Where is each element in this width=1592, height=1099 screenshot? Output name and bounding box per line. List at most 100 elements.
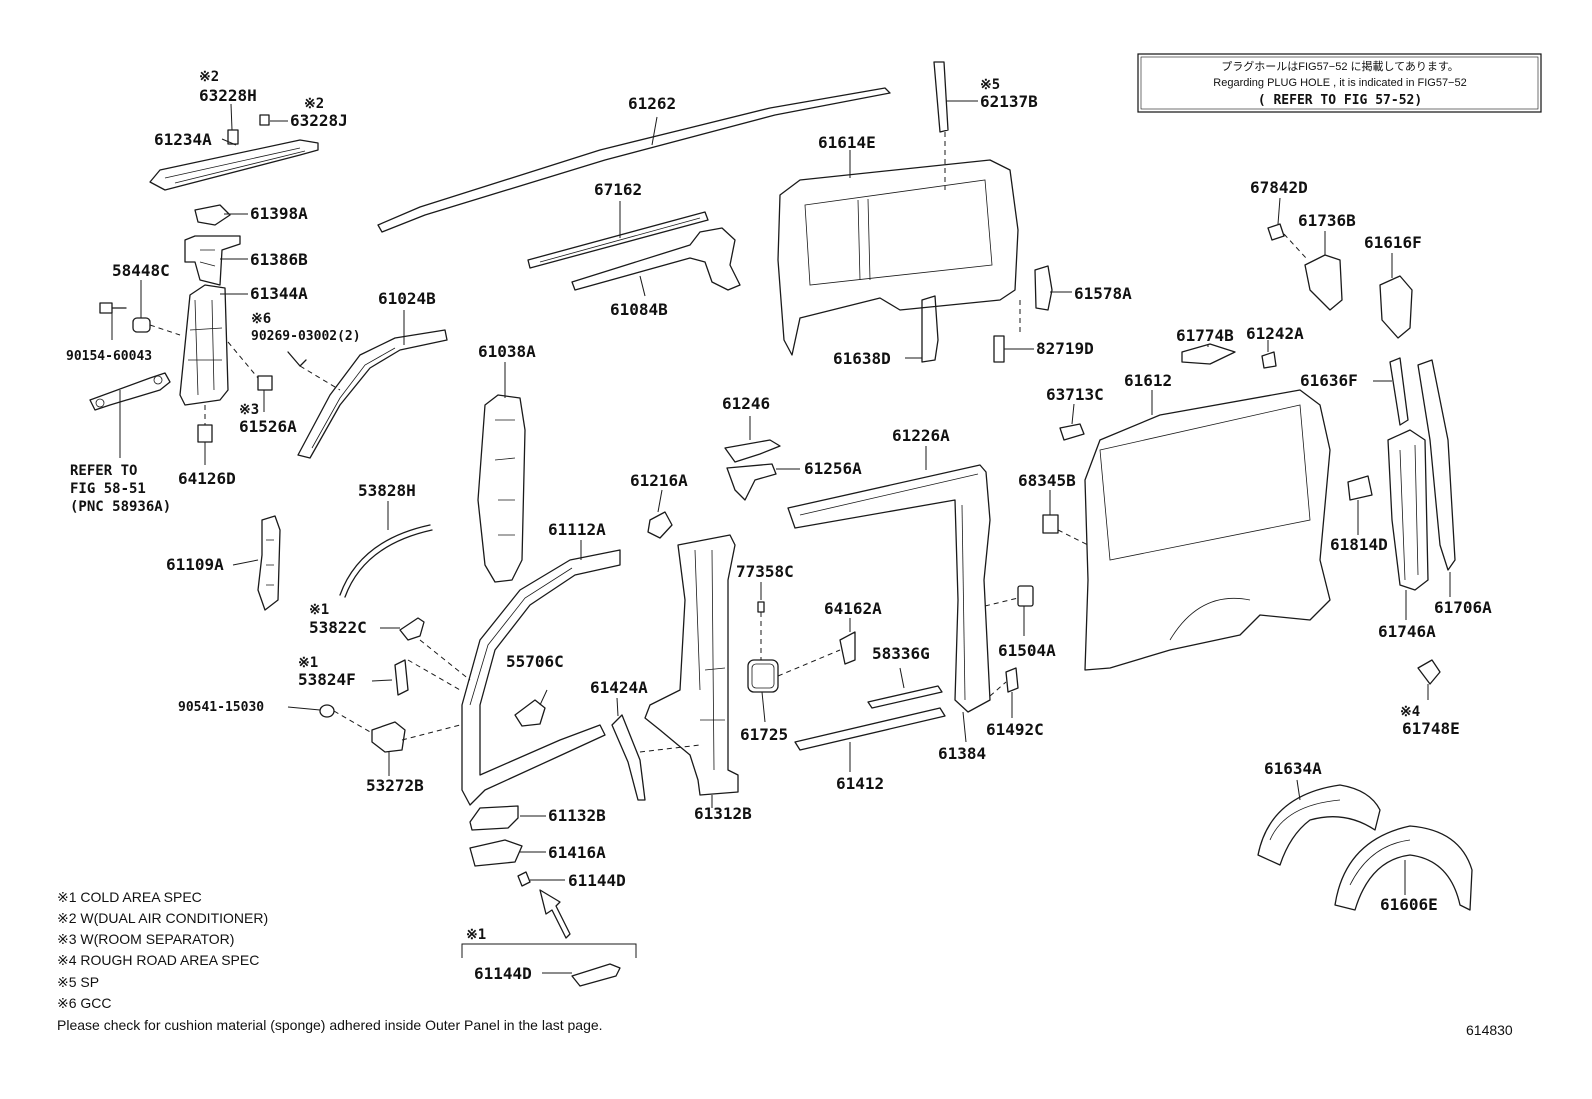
label-61144D[interactable]: 61144D bbox=[568, 871, 626, 890]
part-61612-quarter-panel[interactable] bbox=[1084, 389, 1331, 671]
part-62137B-strip[interactable] bbox=[933, 61, 949, 133]
label-90154[interactable]: 90154-60043 bbox=[66, 349, 152, 364]
part-53822C-clip[interactable] bbox=[399, 617, 425, 641]
label-61725[interactable]: 61725 bbox=[740, 725, 788, 744]
part-55706C-clip[interactable] bbox=[514, 699, 546, 727]
part-61774B-bracket[interactable] bbox=[1181, 343, 1236, 365]
label-63228H[interactable]: 63228H bbox=[199, 86, 257, 105]
part-63228J-clip[interactable] bbox=[259, 114, 270, 126]
label-77358C[interactable]: 77358C bbox=[736, 562, 794, 581]
part-61424A-pillar[interactable] bbox=[611, 714, 646, 801]
part-58336G-strip[interactable] bbox=[867, 685, 943, 709]
part-61412-rocker[interactable] bbox=[794, 707, 946, 751]
label-61774B[interactable]: 61774B bbox=[1176, 326, 1234, 345]
part-67162-strip[interactable] bbox=[527, 211, 709, 269]
part-61504A-clip[interactable] bbox=[1017, 585, 1034, 607]
part-61144D-strip[interactable] bbox=[571, 963, 621, 987]
label-61416A[interactable]: 61416A bbox=[548, 843, 606, 862]
label-61226A[interactable]: 61226A bbox=[892, 426, 950, 445]
label-61246[interactable]: 61246 bbox=[722, 394, 770, 413]
part-64162A-bracket[interactable] bbox=[839, 631, 856, 665]
part-61746A-pillar[interactable] bbox=[1387, 429, 1429, 591]
label-67162[interactable]: 67162 bbox=[594, 180, 642, 199]
label-58448C[interactable]: 58448C bbox=[112, 261, 170, 280]
part-61386B-bracket[interactable] bbox=[184, 235, 241, 286]
label-61144D-b[interactable]: 61144D bbox=[474, 964, 532, 983]
part-61246-bracket[interactable] bbox=[724, 439, 781, 463]
label-61412[interactable]: 61412 bbox=[836, 774, 884, 793]
part-refer-bracket[interactable] bbox=[89, 372, 171, 411]
label-61234A[interactable]: 61234A bbox=[154, 130, 212, 149]
part-77358C-clip[interactable] bbox=[757, 601, 765, 613]
part-53828H-strip[interactable] bbox=[339, 524, 433, 598]
part-61262-rail[interactable] bbox=[377, 87, 891, 233]
part-82719D-clip[interactable] bbox=[993, 335, 1005, 363]
label-61634A[interactable]: 61634A bbox=[1264, 759, 1322, 778]
part-61344A-pillar[interactable] bbox=[179, 284, 229, 406]
label-61024B[interactable]: 61024B bbox=[378, 289, 436, 308]
part-61242A-clip[interactable] bbox=[1261, 351, 1277, 369]
label-61578A[interactable]: 61578A bbox=[1074, 284, 1132, 303]
label-53822C[interactable]: 53822C bbox=[309, 618, 367, 637]
part-61109A-bracket[interactable] bbox=[257, 515, 281, 611]
label-61614E[interactable]: 61614E bbox=[818, 133, 876, 152]
part-61312B-pillar[interactable] bbox=[644, 534, 739, 796]
part-61144D-clip[interactable] bbox=[517, 871, 531, 887]
part-90269-pin[interactable] bbox=[287, 351, 307, 367]
part-61256A-bracket[interactable] bbox=[726, 463, 777, 501]
part-61398A-bracket[interactable] bbox=[194, 204, 231, 226]
label-58336G[interactable]: 58336G bbox=[872, 644, 930, 663]
label-61606E[interactable]: 61606E bbox=[1380, 895, 1438, 914]
label-53828H[interactable]: 53828H bbox=[358, 481, 416, 500]
label-64162A[interactable]: 64162A bbox=[824, 599, 882, 618]
label-61216A[interactable]: 61216A bbox=[630, 471, 688, 490]
part-61578A-bracket[interactable] bbox=[1034, 265, 1053, 311]
part-61748E-bracket[interactable] bbox=[1417, 659, 1441, 685]
label-90541[interactable]: 90541-15030 bbox=[178, 700, 264, 715]
part-61606E-wheelhouse[interactable] bbox=[1334, 825, 1473, 911]
label-61084B[interactable]: 61084B bbox=[610, 300, 668, 319]
part-61084B-rail[interactable] bbox=[571, 227, 741, 291]
part-61132B-tray[interactable] bbox=[469, 805, 519, 831]
part-90154-bolt[interactable] bbox=[99, 302, 127, 314]
label-61398A[interactable]: 61398A bbox=[250, 204, 308, 223]
part-61024B-pillar[interactable] bbox=[297, 329, 448, 459]
part-61416A-bracket[interactable] bbox=[469, 839, 523, 867]
label-61424A[interactable]: 61424A bbox=[590, 678, 648, 697]
label-62137B[interactable]: 62137B bbox=[980, 92, 1038, 111]
label-64126D[interactable]: 64126D bbox=[178, 469, 236, 488]
label-61736B[interactable]: 61736B bbox=[1298, 211, 1356, 230]
part-90541-grommet[interactable] bbox=[319, 704, 335, 718]
label-53824F[interactable]: 53824F bbox=[298, 670, 356, 689]
part-61112A-pillar[interactable] bbox=[461, 549, 621, 806]
label-55706C[interactable]: 55706C bbox=[506, 652, 564, 671]
label-61746A[interactable]: 61746A bbox=[1378, 622, 1436, 641]
label-61344A[interactable]: 61344A bbox=[250, 284, 308, 303]
label-61242A[interactable]: 61242A bbox=[1246, 324, 1304, 343]
part-53272B-bracket[interactable] bbox=[371, 721, 406, 753]
part-61038A-panel[interactable] bbox=[477, 394, 526, 583]
part-67842D-clip[interactable] bbox=[1267, 223, 1285, 241]
part-64126D-clip[interactable] bbox=[197, 424, 213, 443]
label-63228J[interactable]: 63228J bbox=[290, 111, 348, 130]
label-90269[interactable]: 90269-03002(2) bbox=[251, 329, 361, 344]
part-61492C-clip[interactable] bbox=[1005, 667, 1019, 693]
label-61038A[interactable]: 61038A bbox=[478, 342, 536, 361]
part-61634A-wheelhouse[interactable] bbox=[1257, 784, 1381, 866]
label-61706A[interactable]: 61706A bbox=[1434, 598, 1492, 617]
label-61638D[interactable]: 61638D bbox=[833, 349, 891, 368]
label-82719D[interactable]: 82719D bbox=[1036, 339, 1094, 358]
label-63713C[interactable]: 63713C bbox=[1046, 385, 1104, 404]
part-61614E-window-frame[interactable] bbox=[777, 159, 1019, 356]
label-61112A[interactable]: 61112A bbox=[548, 520, 606, 539]
label-61384[interactable]: 61384 bbox=[938, 744, 986, 763]
part-53824F-clip[interactable] bbox=[394, 659, 409, 696]
part-68345B-clip[interactable] bbox=[1042, 514, 1059, 534]
label-61504A[interactable]: 61504A bbox=[998, 641, 1056, 660]
label-67842D[interactable]: 67842D bbox=[1250, 178, 1308, 197]
label-61748E[interactable]: 61748E bbox=[1402, 719, 1460, 738]
label-61312B[interactable]: 61312B bbox=[694, 804, 752, 823]
part-61526A-clip[interactable] bbox=[257, 375, 273, 391]
label-61132B[interactable]: 61132B bbox=[548, 806, 606, 825]
part-61725-fuel-lid[interactable] bbox=[747, 659, 779, 693]
